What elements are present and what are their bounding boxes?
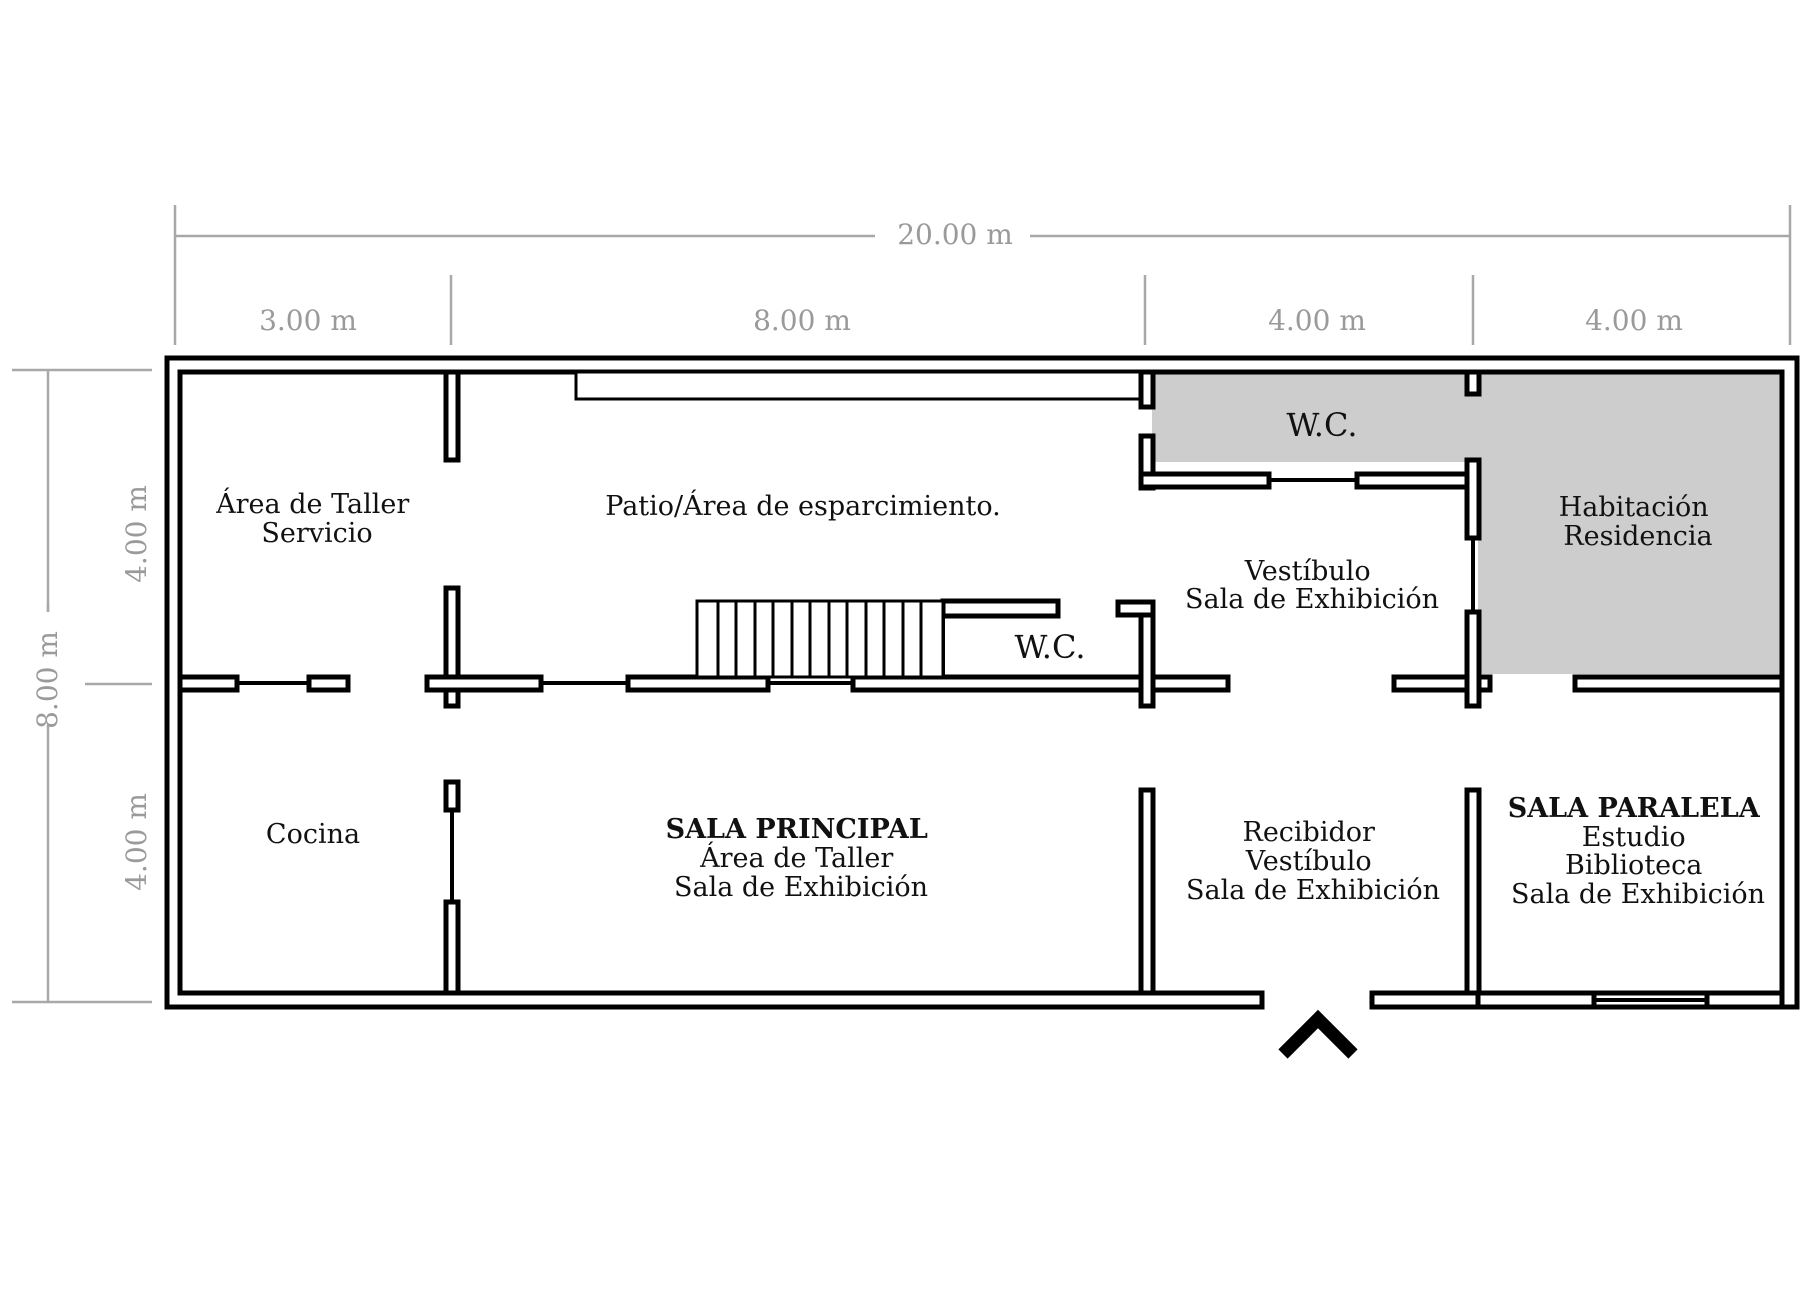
room-taller-line-1: Área de Taller: [215, 487, 409, 520]
dimension-segment-3: 4.00 m: [1268, 304, 1366, 337]
room-sala-principal: SALA PRINCIPAL Área de Taller Sala de Ex…: [666, 814, 937, 903]
room-sala-principal-title: SALA PRINCIPAL: [666, 814, 928, 845]
dimension-height-top: 4.00 m: [120, 485, 153, 583]
room-sala-paralela-line-3: Biblioteca: [1565, 850, 1702, 881]
dimension-height-bottom: 4.00 m: [120, 793, 153, 891]
room-taller-servicio: Área de Taller Servicio: [215, 487, 418, 549]
room-recibidor-line-1: Recibidor: [1242, 817, 1375, 848]
dimension-segment-2: 8.00 m: [753, 304, 851, 337]
chevron-up-icon: [1278, 1009, 1358, 1059]
shaded-private-area: [1152, 372, 1784, 674]
top-dimensions: [173, 205, 1792, 345]
dimension-segment-4: 4.00 m: [1585, 304, 1683, 337]
room-habitacion-line-1: Habitación: [1559, 492, 1709, 523]
dimension-total-width: 20.00 m: [897, 218, 1013, 251]
dimension-total-height: 8.00 m: [31, 631, 64, 729]
room-cocina: Cocina: [266, 819, 360, 850]
room-vestibulo-top: Vestíbulo Sala de Exhibición: [1185, 556, 1439, 615]
room-vestibulo-top-line-1: Vestíbulo: [1244, 556, 1371, 587]
room-wc-stairs: W.C.: [1015, 628, 1086, 666]
left-dimensions: [12, 368, 152, 1004]
room-sala-principal-line-2: Área de Taller: [699, 841, 893, 874]
room-habitacion-line-2: Residencia: [1563, 521, 1712, 552]
room-patio: Patio/Área de esparcimiento.: [605, 489, 1001, 522]
exterior-walls: [164, 355, 1800, 1010]
room-sala-paralela-line-4: Sala de Exhibición: [1511, 879, 1765, 910]
room-sala-principal-line-3: Sala de Exhibición: [674, 872, 928, 903]
staircase: [695, 599, 945, 679]
room-recibidor: Recibidor Vestíbulo Sala de Exhibición: [1186, 817, 1440, 906]
room-recibidor-line-3: Sala de Exhibición: [1186, 875, 1440, 906]
room-habitacion: Habitación Residencia: [1559, 492, 1718, 552]
room-recibidor-line-2: Vestíbulo: [1245, 846, 1372, 877]
room-sala-paralela-title: SALA PARALELA: [1508, 793, 1761, 824]
dimension-segment-1: 3.00 m: [259, 304, 357, 337]
room-vestibulo-top-line-2: Sala de Exhibición: [1185, 584, 1439, 615]
room-taller-line-2: Servicio: [261, 518, 372, 549]
room-sala-paralela-line-2: Estudio: [1582, 822, 1686, 853]
room-sala-paralela: SALA PARALELA Estudio Biblioteca Sala de…: [1508, 793, 1769, 910]
room-wc-top: W.C.: [1287, 406, 1358, 444]
